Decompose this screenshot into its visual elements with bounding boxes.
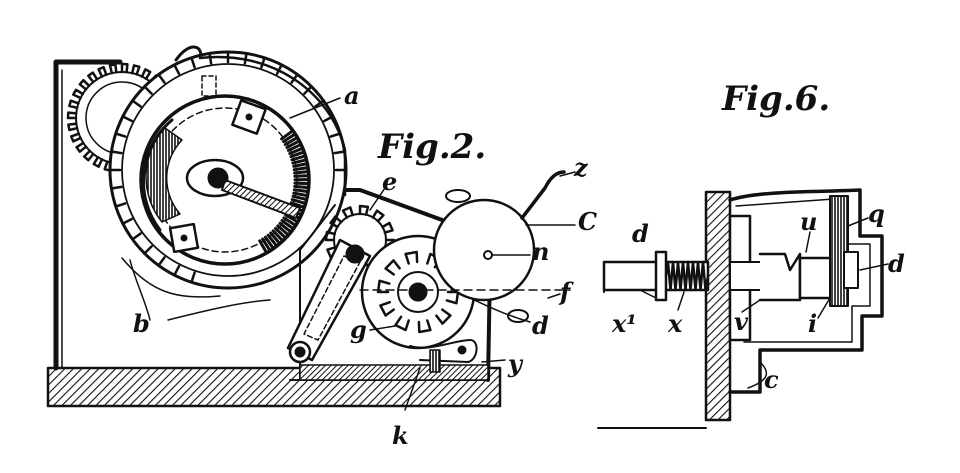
fig2-label-y: y: [507, 349, 524, 378]
fig6-label-d-right: d: [888, 249, 905, 278]
fig2-label-n: n: [532, 237, 549, 266]
fig6-label-c: c: [764, 365, 779, 394]
fig6-label-q: q: [868, 199, 885, 228]
fig2-label-d: d: [532, 311, 549, 340]
fig2-label-e: e: [382, 167, 397, 196]
fig6-drawing: [597, 188, 889, 429]
fig2-label-b: b: [133, 309, 150, 338]
fig6-title: Fig.6.: [721, 79, 830, 119]
fig6-label-x1: x¹: [611, 309, 637, 338]
fig2-label-f: f: [558, 277, 574, 306]
fig6-housing: [728, 188, 884, 394]
fig2-label-z: z: [573, 153, 589, 182]
fig2-drawing: [46, 45, 576, 411]
fig6-label-v: v: [734, 307, 749, 336]
fig2-label-a: a: [344, 81, 360, 110]
fig6-label-x: x: [667, 309, 683, 338]
fig2-frame: [53, 59, 123, 371]
fig2-lever: [286, 238, 372, 364]
fig2-title: Fig.2.: [377, 127, 486, 167]
fig2-main-dial: [108, 45, 348, 290]
fig2-label-C: C: [578, 207, 597, 236]
fig6-wall: [704, 190, 732, 422]
fig2-dome: [432, 170, 566, 323]
fig6-label-u: u: [800, 207, 817, 236]
fig6-label-i: i: [808, 309, 817, 338]
fig2-label-k: k: [392, 421, 409, 450]
fig2-label-g: g: [350, 315, 367, 344]
fig6-label-d-left: d: [632, 219, 649, 248]
